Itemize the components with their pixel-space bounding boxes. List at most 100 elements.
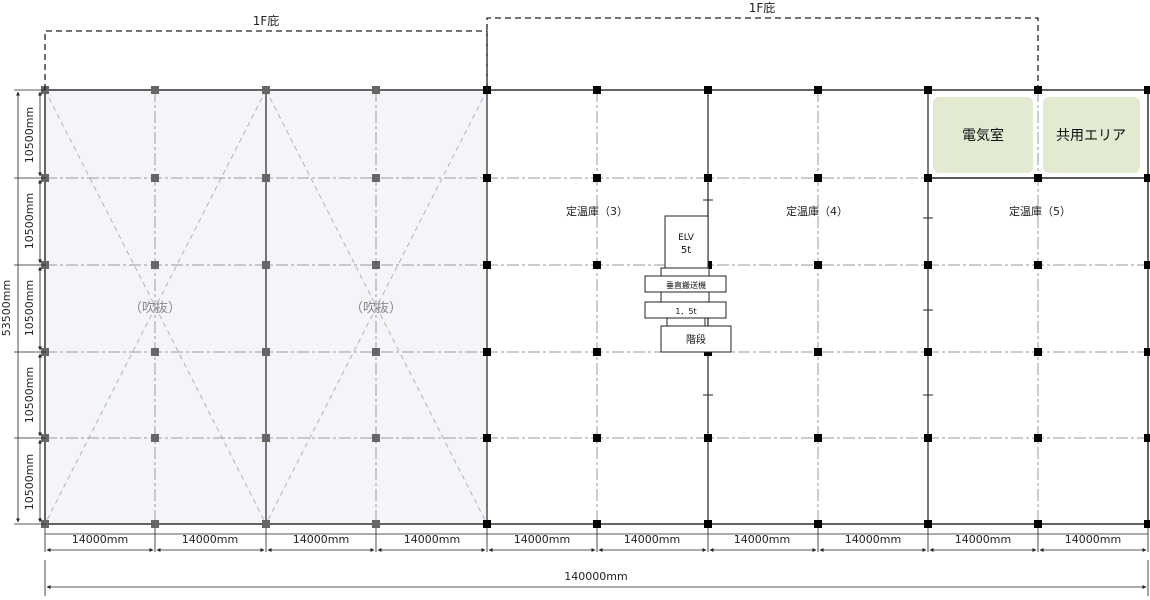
column [372, 86, 380, 94]
column [593, 261, 601, 269]
lift-connector-mid [660, 291, 710, 303]
column [1034, 348, 1042, 356]
column [262, 261, 270, 269]
column [924, 174, 932, 182]
column [262, 174, 270, 182]
column [593, 520, 601, 528]
bay-width-label: 14000mm [624, 533, 680, 546]
common-area [1043, 97, 1140, 173]
column [704, 520, 712, 528]
column [704, 434, 712, 442]
column [151, 520, 159, 528]
width-dimension-labels: 14000mm 14000mm 14000mm 14000mm 14000mm … [72, 533, 1121, 583]
column [924, 348, 932, 356]
column [924, 86, 932, 94]
stairs-label: 階段 [686, 333, 706, 346]
column [151, 348, 159, 356]
column [593, 174, 601, 182]
column [1034, 261, 1042, 269]
column [1144, 261, 1150, 269]
column [814, 174, 822, 182]
bay-width-label: 14000mm [1065, 533, 1121, 546]
canopy-outlines [44, 17, 1039, 90]
void-label-right: （吹抜） [350, 300, 402, 316]
column [1144, 434, 1150, 442]
stairs-box [660, 325, 732, 353]
lift-capacity-label: 1．5t [675, 307, 696, 316]
electrical-room [933, 97, 1033, 173]
dimensions [14, 89, 1149, 596]
column [262, 434, 270, 442]
column [372, 174, 380, 182]
column [372, 348, 380, 356]
bay-width-label: 14000mm [955, 533, 1011, 546]
canopy-label-left: 1F庇 [253, 13, 280, 28]
column [151, 174, 159, 182]
column [1144, 348, 1150, 356]
bay-depth-label: 10500mm [23, 280, 36, 336]
column [704, 174, 712, 182]
column [1144, 174, 1150, 182]
column [593, 434, 601, 442]
column [151, 261, 159, 269]
column [372, 261, 380, 269]
bay-width-label: 14000mm [514, 533, 570, 546]
bay-width-label: 14000mm [404, 533, 460, 546]
canopy-label-right: 1F庇 [749, 0, 776, 15]
column [483, 261, 491, 269]
column [262, 348, 270, 356]
bay-depth-label: 10500mm [23, 193, 36, 249]
column [483, 174, 491, 182]
total-width-label: 140000mm [564, 570, 627, 583]
lift-connector-bottom [666, 317, 706, 327]
elevator-label: ELV [678, 233, 695, 243]
bay-width-label: 14000mm [734, 533, 790, 546]
electrical-room-label: 電気室 [962, 127, 1004, 144]
bay-depth-label: 10500mm [23, 367, 36, 423]
bay-depth-label: 10500mm [23, 454, 36, 510]
core: ELV 5t 垂直搬送機 1．5t 階段 [644, 215, 732, 353]
column [924, 520, 932, 528]
column [814, 520, 822, 528]
column [593, 348, 601, 356]
column [704, 86, 712, 94]
column [151, 434, 159, 442]
column [1034, 174, 1042, 182]
columns [41, 86, 1150, 528]
elevator-box [664, 215, 709, 269]
column [262, 520, 270, 528]
column [262, 86, 270, 94]
column [814, 86, 822, 94]
column [814, 434, 822, 442]
column [483, 520, 491, 528]
total-depth-label: 53500mm [0, 280, 13, 336]
bay-width-label: 14000mm [182, 533, 238, 546]
column [924, 261, 932, 269]
common-area-label: 共用エリア [1056, 128, 1126, 144]
depth-dimension-labels: 10500mm 10500mm 10500mm 10500mm 10500mm … [0, 107, 36, 510]
column [1034, 434, 1042, 442]
zone-label-4: 定温庫（4） [786, 204, 848, 218]
column [924, 434, 932, 442]
column [372, 520, 380, 528]
column [483, 434, 491, 442]
void-label-left: （吹抜） [129, 300, 181, 316]
bay-width-label: 14000mm [845, 533, 901, 546]
bay-width-label: 14000mm [72, 533, 128, 546]
column [483, 348, 491, 356]
zone-label-5: 定温庫（5） [1009, 204, 1071, 218]
lift-connector-top [660, 267, 710, 277]
column [1034, 520, 1042, 528]
column [814, 261, 822, 269]
column [151, 86, 159, 94]
bay-depth-label: 10500mm [23, 107, 36, 163]
column [593, 86, 601, 94]
column [814, 348, 822, 356]
vertical-lift-label: 垂直搬送機 [666, 280, 706, 290]
column [1144, 86, 1150, 94]
column [372, 434, 380, 442]
column [1144, 520, 1150, 528]
elevator-capacity: 5t [681, 245, 691, 256]
zone-label-3: 定温庫（3） [566, 204, 628, 218]
